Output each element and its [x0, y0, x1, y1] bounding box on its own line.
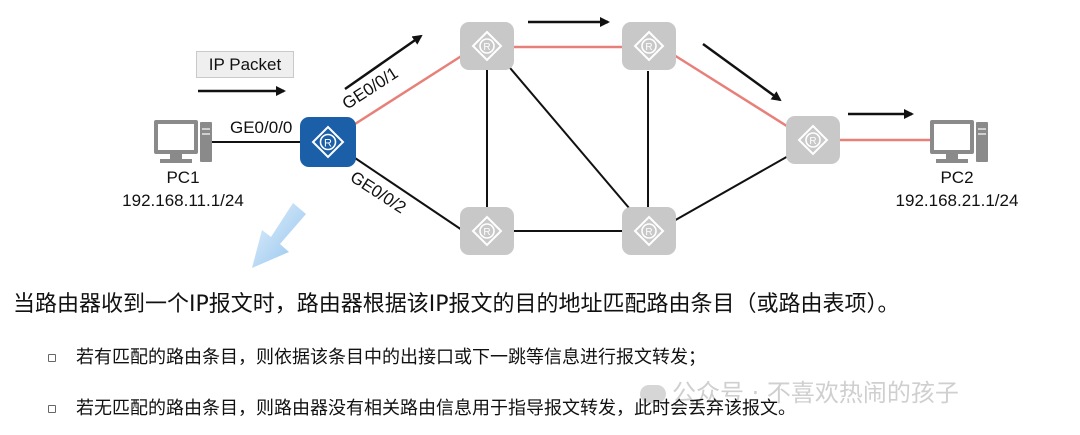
pc1-ip: 192.168.11.1/24: [122, 191, 244, 210]
pc1-computer-icon: [154, 120, 212, 163]
label-ge002: GE0/0/2: [347, 167, 410, 217]
bullet-text: 若无匹配的路由条目，则路由器没有相关路由信息用于指导报文转发，此时会丢弃该报文。: [76, 398, 796, 419]
svg-text:R: R: [483, 227, 490, 238]
watermark: 公众号 · 不喜欢热闹的孩子: [640, 373, 959, 408]
router-icon: R: [311, 125, 345, 159]
bullet-marker-icon: [48, 405, 56, 413]
router-icon: R: [633, 30, 665, 62]
arrow-r1-r2: [344, 34, 423, 91]
link-r2-r6: [504, 61, 636, 216]
direction-arrows: [198, 17, 914, 119]
bullet-text: 若有匹配的路由条目，则依据该条目中的出接口或下一跳等信息进行报文转发；: [76, 347, 706, 368]
router-icon: R: [797, 124, 829, 156]
router-icon: R: [471, 30, 503, 62]
svg-text:R: R: [483, 42, 490, 53]
watermark-text: 公众号 · 不喜欢热闹的孩子: [672, 379, 959, 407]
svg-text:R: R: [809, 136, 816, 147]
pc2-ip: 192.168.21.1/24: [896, 191, 1019, 210]
bullet-item-unmatched: 若无匹配的路由条目，则路由器没有相关路由信息用于指导报文转发，此时会丢弃该报文。: [48, 394, 796, 420]
svg-text:R: R: [645, 42, 652, 53]
pc1-name: PC1: [166, 168, 199, 187]
link-r6-r4: [671, 154, 791, 223]
wechat-icon: [640, 385, 666, 403]
router-r3: R: [622, 22, 676, 70]
router-r4: R: [786, 116, 840, 164]
pc2-name: PC2: [940, 168, 973, 187]
svg-text:R: R: [324, 138, 332, 150]
path-r3-r4: [673, 53, 791, 130]
router-r5: R: [460, 207, 514, 255]
link-r1-r5: [354, 157, 463, 231]
path-r1-r2: [354, 53, 464, 126]
ip-packet-label: IP Packet: [196, 51, 294, 78]
router-r2: R: [460, 22, 514, 70]
label-ge000: GE0/0/0: [230, 118, 292, 137]
arrow-r3-r4: [702, 42, 782, 102]
pc2-computer-icon: [930, 120, 988, 163]
router-r1: R: [300, 117, 356, 167]
router-r6: R: [622, 207, 676, 255]
router-icon: R: [633, 215, 665, 247]
network-links: [212, 61, 791, 232]
router-icon: R: [471, 215, 503, 247]
bullet-item-matched: 若有匹配的路由条目，则依据该条目中的出接口或下一跳等信息进行报文转发；: [48, 343, 706, 369]
main-description: 当路由器收到一个IP报文时，路由器根据该IP报文的目的地址匹配路由条目（或路由表…: [13, 292, 900, 317]
svg-text:R: R: [645, 227, 652, 238]
bullet-marker-icon: [48, 354, 56, 362]
decorative-down-arrow-icon: [252, 203, 306, 268]
forwarding-path: [354, 45, 930, 142]
network-diagram: R R R R R: [122, 17, 1019, 268]
